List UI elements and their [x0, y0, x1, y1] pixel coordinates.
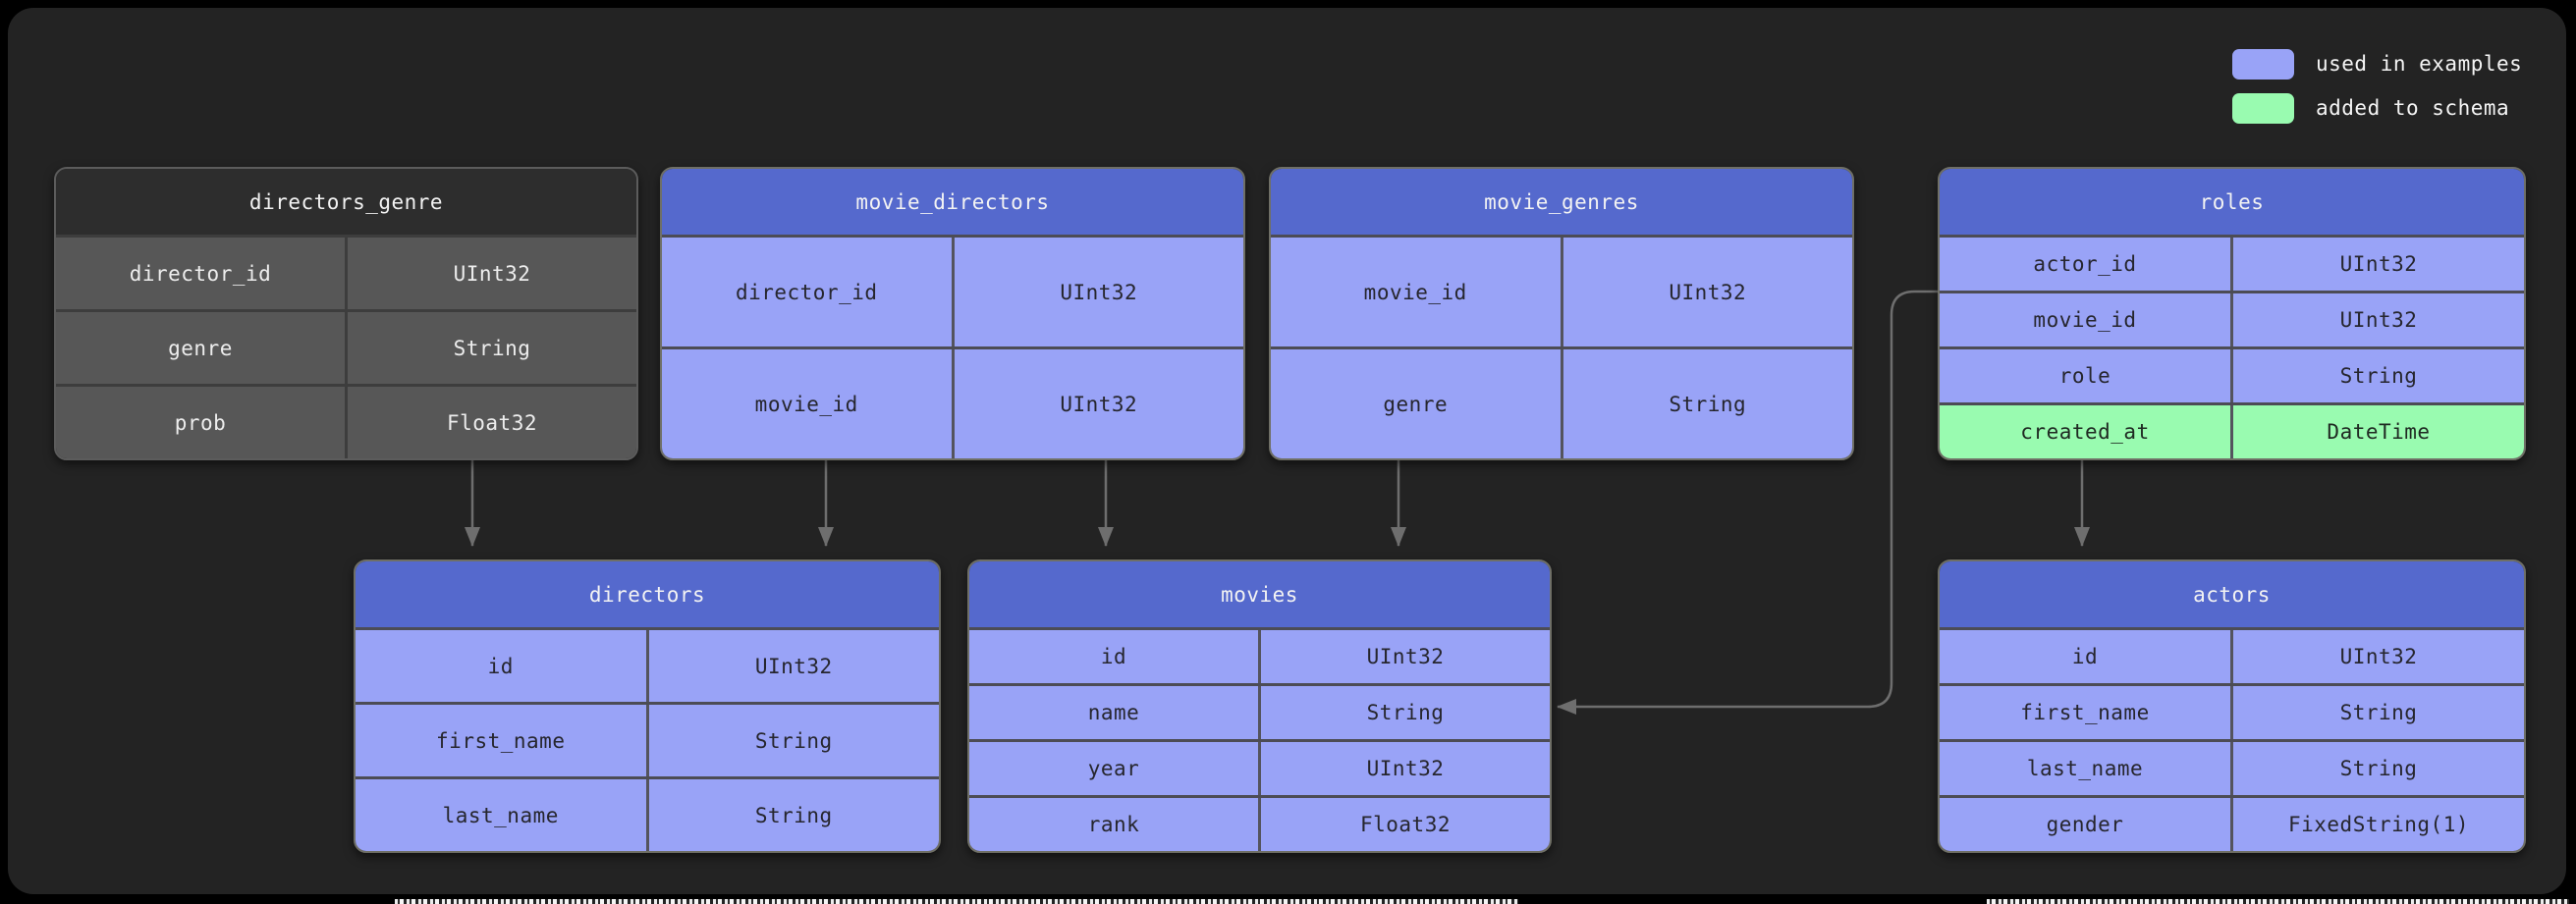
field-type: String: [645, 705, 940, 776]
table-movie_genres: movie_genres movie_id UInt32 genre String: [1269, 167, 1854, 460]
legend-label: used in examples: [2316, 52, 2523, 76]
legend-label: added to schema: [2316, 96, 2510, 120]
field-name: movie_id: [1363, 280, 1467, 304]
field-name: last_name: [442, 803, 559, 827]
table-title: movie_directors: [662, 169, 1243, 235]
table-title: roles: [1940, 169, 2524, 235]
table-title: directors_genre: [56, 169, 636, 235]
field-type: UInt32: [2230, 293, 2524, 346]
field-type: DateTime: [2230, 405, 2524, 458]
field-type: String: [2230, 349, 2524, 402]
table-directors_genre: directors_genre director_id UInt32 genre Str…: [54, 167, 638, 460]
legend-item: used in examples: [2232, 47, 2522, 80]
field-name: id: [487, 654, 514, 678]
field-type: String: [1560, 349, 1853, 458]
table-title: actors: [1940, 561, 2524, 627]
field-type: FixedString(1): [2230, 798, 2524, 851]
field-name: genre: [168, 336, 233, 360]
table-row-rank: rank Float32: [969, 795, 1550, 851]
field-name: last_name: [2026, 757, 2144, 780]
table-row-actor_id: actor_id UInt32: [1940, 235, 2524, 291]
field-type: String: [2230, 686, 2524, 739]
field-name: prob: [174, 410, 227, 435]
field-type: UInt32: [2230, 238, 2524, 291]
table-row-id: id UInt32: [1940, 627, 2524, 683]
field-type: UInt32: [345, 238, 636, 309]
field-type: UInt32: [1258, 742, 1550, 795]
field-type: UInt32: [2230, 630, 2524, 683]
table-row-movie_id: movie_id UInt32: [1271, 235, 1852, 346]
field-type: UInt32: [645, 630, 940, 702]
field-name: gender: [2046, 813, 2124, 836]
table-row-id: id UInt32: [356, 627, 939, 702]
field-name: name: [1087, 701, 1140, 724]
table-row-director_id: director_id UInt32: [56, 235, 636, 309]
table-title: movies: [969, 561, 1550, 627]
table-row-prob: prob Float32: [56, 384, 636, 458]
field-name: role: [2058, 364, 2111, 388]
field-name: year: [1087, 757, 1140, 780]
table-row-movie_id: movie_id UInt32: [1940, 291, 2524, 346]
legend-item: added to schema: [2232, 91, 2522, 125]
field-name: genre: [1383, 392, 1449, 416]
field-type: UInt32: [1258, 630, 1550, 683]
table-title: movie_genres: [1271, 169, 1852, 235]
field-type: String: [2230, 742, 2524, 795]
field-name: actor_id: [2033, 252, 2137, 276]
table-row-first_name: first_name String: [356, 702, 939, 776]
field-name: first_name: [2020, 701, 2150, 724]
table-row-gender: gender FixedString(1): [1940, 795, 2524, 851]
field-type: String: [345, 312, 636, 384]
table-row-name: name String: [969, 683, 1550, 739]
table-row-movie_id: movie_id UInt32: [662, 346, 1243, 458]
table-row-genre: genre String: [1271, 346, 1852, 458]
field-name: created_at: [2020, 420, 2150, 444]
table-row-created_at: created_at DateTime: [1940, 402, 2524, 458]
field-type: UInt32: [951, 238, 1244, 346]
field-type: Float32: [345, 387, 636, 458]
field-name: director_id: [129, 261, 272, 286]
legend: used in examples added to schema: [2232, 47, 2522, 135]
field-name: id: [1100, 645, 1127, 668]
cropped-strip: [395, 899, 1518, 904]
field-name: director_id: [735, 280, 878, 304]
legend-swatch: [2232, 92, 2294, 124]
table-title: directors: [356, 561, 939, 627]
table-row-year: year UInt32: [969, 739, 1550, 795]
table-row-first_name: first_name String: [1940, 683, 2524, 739]
table-row-last_name: last_name String: [356, 776, 939, 851]
field-type: UInt32: [1560, 238, 1853, 346]
field-type: Float32: [1258, 798, 1550, 851]
field-type: String: [1258, 686, 1550, 739]
field-type: UInt32: [951, 349, 1244, 458]
legend-swatch: [2232, 48, 2294, 80]
table-row-id: id UInt32: [969, 627, 1550, 683]
table-row-last_name: last_name String: [1940, 739, 2524, 795]
cropped-strip: [1987, 899, 2569, 904]
field-name: first_name: [436, 728, 566, 753]
field-name: id: [2071, 645, 2099, 668]
field-name: movie_id: [754, 392, 858, 416]
field-name: rank: [1087, 813, 1140, 836]
field-name: movie_id: [2033, 308, 2137, 332]
table-row-genre: genre String: [56, 309, 636, 384]
field-type: String: [645, 779, 940, 851]
table-row-role: role String: [1940, 346, 2524, 402]
table-row-director_id: director_id UInt32: [662, 235, 1243, 346]
